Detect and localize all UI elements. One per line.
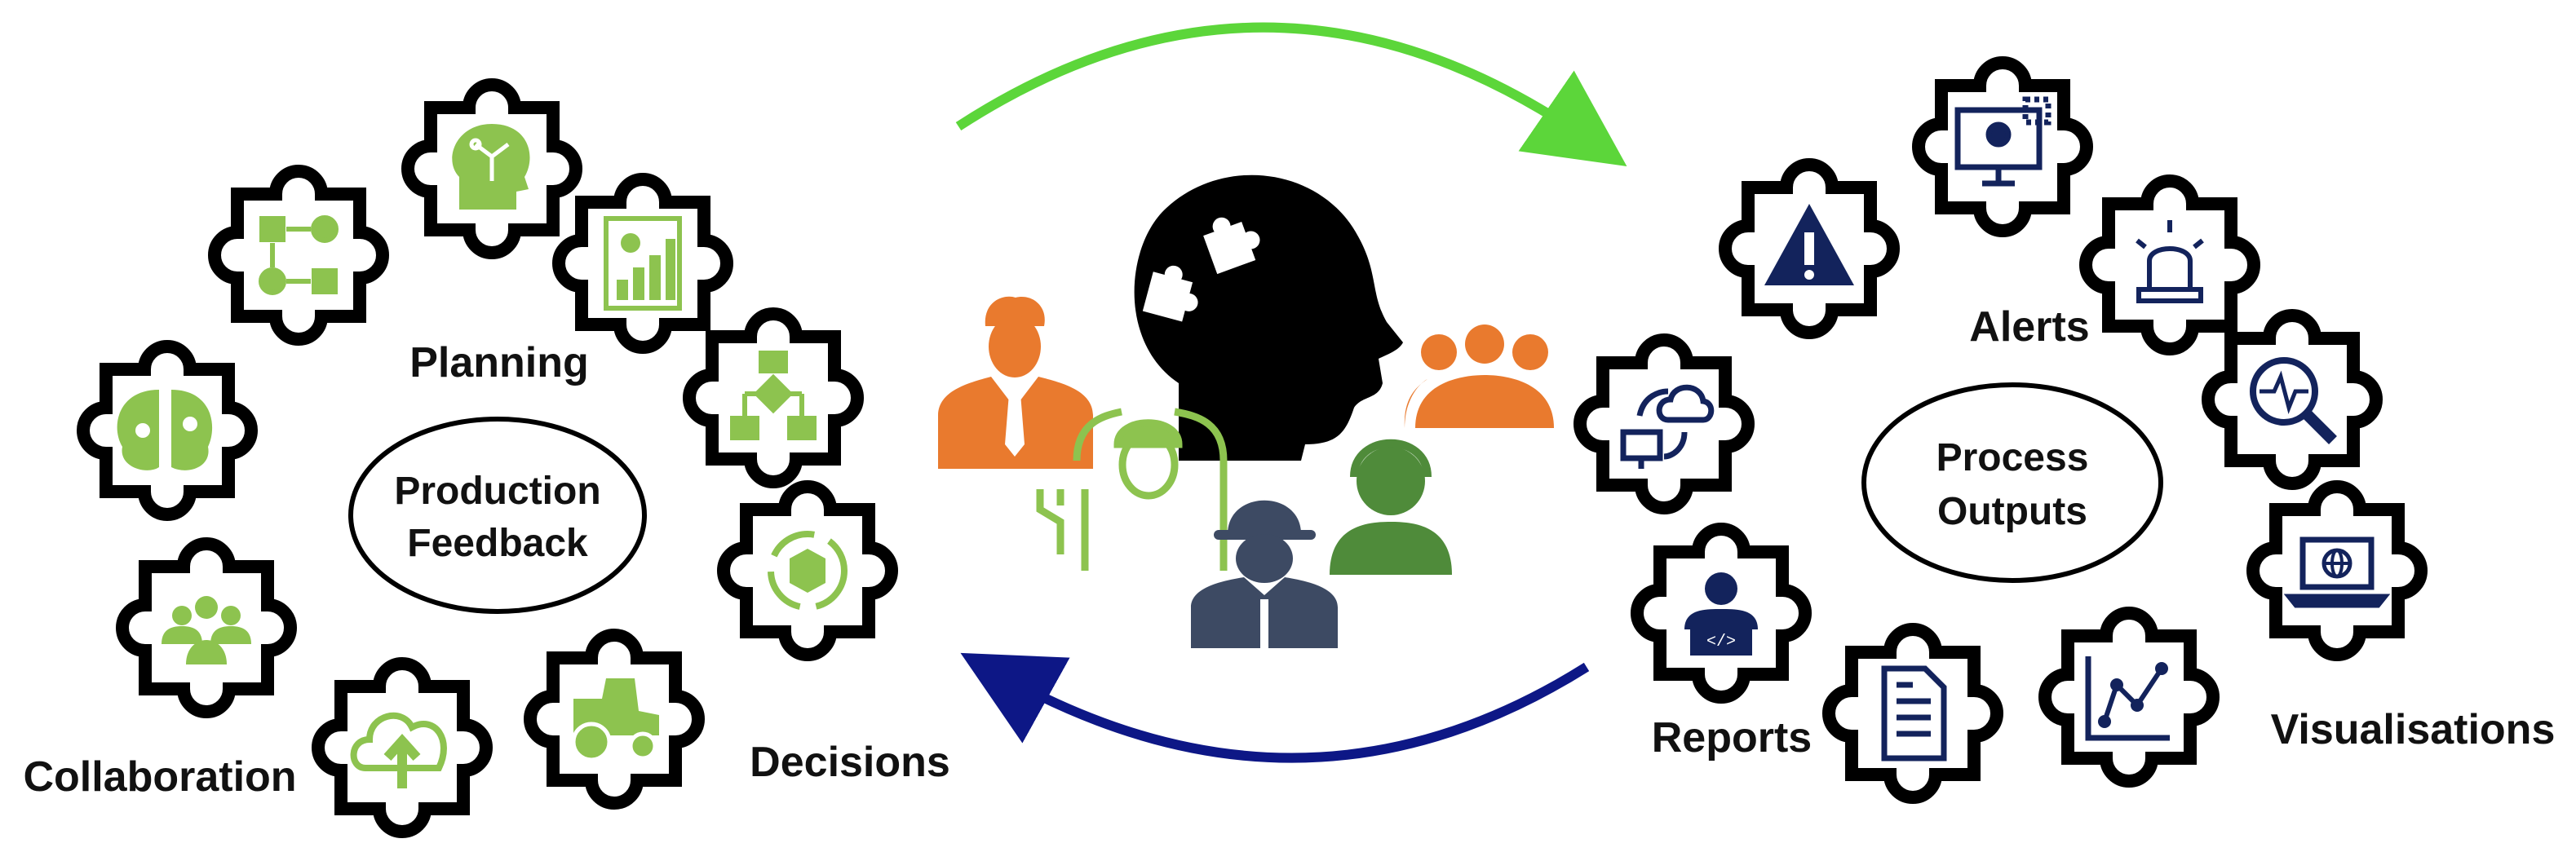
puzzle-piece-package [724,487,892,655]
right-cluster: </> Process Outputs Alerts Reports Visua… [1580,63,2555,797]
puzzle-piece-team [122,544,290,712]
puzzle-piece-document [1829,629,1997,797]
production-feedback-line2: Feedback [407,522,588,565]
label-visualisations: Visualisations [2271,706,2556,753]
magnifier-pulse-icon [2250,357,2337,444]
support-agent-icon [1330,439,1452,575]
process-outputs-line2: Outputs [1937,490,2087,533]
label-alerts: Alerts [1969,303,2089,351]
label-decisions: Decisions [750,739,950,786]
head-puzzle-icon [1134,174,1403,461]
production-feedback-ellipse [348,417,647,614]
label-collaboration: Collaboration [23,753,296,801]
team-meeting-icon [162,596,251,664]
process-outputs-ellipse [1861,382,2163,583]
electrician-icon [1036,408,1228,571]
puzzle-piece-siren [2086,181,2254,349]
label-planning: Planning [409,339,589,386]
firefighter-icon [1191,500,1338,648]
cloud-upload-icon [350,712,447,788]
warning-triangle-icon [1764,204,1854,285]
production-feedback-line1: Production [394,470,600,513]
line-graph-icon [2085,656,2170,741]
puzzle-piece-monitor [1919,63,2087,231]
siren-icon [2136,220,2204,303]
laptop-globe-icon [2283,536,2391,608]
puzzle-piece-process [689,314,857,482]
robot-head-icon [452,124,530,210]
svg-text:</>: </> [1706,633,1736,651]
bottom-cycle-arrow [960,652,1590,763]
puzzle-piece-ai-head [408,85,576,253]
label-reports: Reports [1652,714,1812,762]
top-cycle-arrow [955,22,1627,166]
developer-icon: </> [1684,572,1758,656]
puzzle-piece-cloud-sync [1580,340,1748,508]
puzzle-piece-cloud [318,664,486,832]
puzzle-piece-magnifier [2208,316,2376,483]
group-icon [1404,324,1554,428]
puzzle-piece-brain [83,347,251,514]
puzzle-piece-warning [1725,165,1893,333]
tractor-icon [571,678,659,762]
puzzle-piece-line-graph [2045,613,2213,781]
document-icon [1881,665,1947,762]
process-outputs-line1: Process [1936,436,2089,479]
puzzle-piece-developer: </> [1637,529,1805,697]
puzzle-piece-flowchart [215,171,383,339]
process-flow-icon [730,351,817,440]
businessman-icon [938,296,1093,469]
cloud-sync-icon [1620,384,1715,469]
package-cycle-icon [768,531,848,611]
puzzle-piece-tractor [530,635,698,803]
bar-chart-icon [604,216,682,311]
center-group [938,174,1554,648]
monitor-user-icon [1954,96,2052,187]
flowchart-icon [259,215,339,295]
puzzle-piece-bar-chart [559,179,727,347]
brain-gears-icon [117,390,213,470]
left-cluster: Production Feedback Planning Decisions C… [23,85,950,832]
puzzle-piece-laptop [2253,487,2421,655]
